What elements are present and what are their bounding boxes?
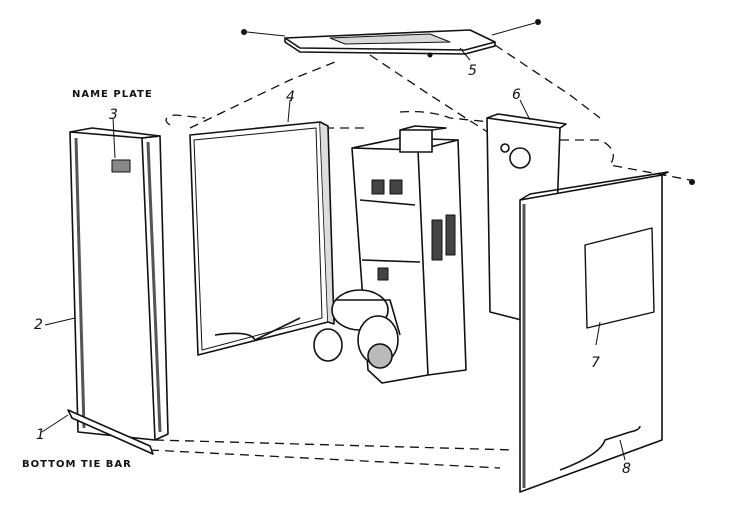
- screw-icon: [241, 19, 695, 185]
- callout-2: 2: [34, 317, 43, 333]
- top-panel: [284, 29, 496, 55]
- left-side-panel: [69, 127, 169, 441]
- bottom-tie-bar: [67, 409, 154, 455]
- assembly-guide-lines: [149, 44, 691, 469]
- callout-5: 5: [468, 63, 477, 79]
- caption-bottom-tie-bar: BOTTOM TIE BAR: [22, 459, 132, 470]
- right-front-panel: [519, 171, 669, 493]
- callout-7: 7: [591, 355, 600, 371]
- callout-6: 6: [512, 87, 521, 103]
- callout-4: 4: [286, 89, 295, 105]
- screw-lines: [246, 22, 536, 37]
- back-panel: [189, 121, 335, 356]
- burner-motor: [313, 289, 401, 369]
- callout-3: 3: [109, 107, 118, 123]
- caption-name-plate: NAME PLATE: [72, 89, 153, 100]
- access-cover: [584, 227, 655, 329]
- callout-1: 1: [36, 427, 45, 443]
- callout-8: 8: [622, 461, 631, 477]
- name-plate: [111, 159, 131, 173]
- leader-lines: [41, 47, 626, 461]
